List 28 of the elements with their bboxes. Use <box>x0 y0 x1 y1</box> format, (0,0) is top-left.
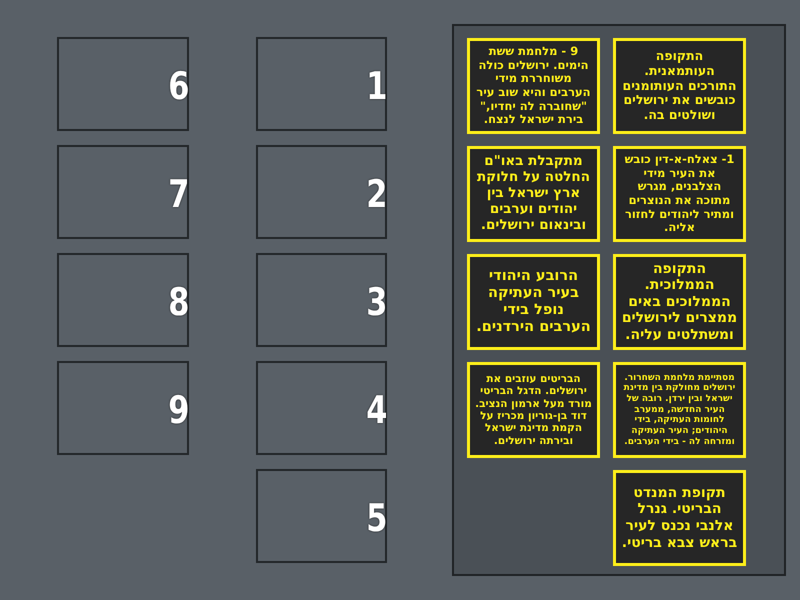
event-card: התקופה העותמאנית. התורכים העותומנים כובשים את ירושלים ושולטים בה. <box>613 38 746 134</box>
slot-number: 1 <box>366 67 387 105</box>
slot-number: 8 <box>168 283 189 321</box>
slot-number: 4 <box>366 391 387 429</box>
answer-slot <box>57 253 189 347</box>
answer-slot <box>256 361 387 455</box>
event-card: התקופה הממלוכית. הממלוכים באים ממצרים לירושלים ומשתלטים עליה. <box>613 254 746 350</box>
event-card: 9 - מלחמת ששת הימים. ירושלים כולה משוחררת מידי הערבים והיא שוב עיר "שחוברה לה יחדיו," בירת ישראל לנצח. <box>467 38 600 134</box>
event-card: מתקבלת באו"ם החלטה על חלוקת ארץ ישראל בין יהודים וערבים ובינאום ירושלים. <box>467 146 600 242</box>
event-card: הבריטים עוזבים את ירושלים. הדגל הבריטי מורד מעל ארמון הנציב. דוד בן-גוריון מכריז על הקמת מדינת ישראל ובירתה ירושלים. <box>467 362 600 458</box>
slot-number: 9 <box>168 391 189 429</box>
event-card: מסתיימת מלחמת השחרור. ירושלים מחולקת בין מדינת ישראל ובין ירדן. רובה של העיר החדשה, ממערב לחומות העתיקה, בידי היהודים; העיר העתיקה ומזרחה לה - בידי הערבים. <box>613 362 746 458</box>
slot-number: 5 <box>366 499 387 537</box>
event-card: 1- צאלח-א-דין כובש את העיר מידי הצלבנים, מגרש מתוכה את הנוצרים ומתיר ליהודים לחזור אליה. <box>613 146 746 242</box>
answer-slot <box>256 145 387 239</box>
card-tray <box>452 24 786 576</box>
event-card: תקופת המנדט הבריטי. גנרל אלנבי נכנס לעיר בראש צבא בריטי. <box>613 470 746 566</box>
answer-slot <box>57 145 189 239</box>
event-card: הרובע היהודי בעיר העתיקה נופל בידי הערבים הירדנים. <box>467 254 600 350</box>
slot-number: 7 <box>168 175 189 213</box>
answer-slot <box>57 37 189 131</box>
answer-slot <box>256 37 387 131</box>
slot-number: 3 <box>366 283 387 321</box>
answer-slot <box>256 253 387 347</box>
slot-number: 6 <box>168 67 189 105</box>
answer-slot <box>256 469 387 563</box>
slot-number: 2 <box>366 175 387 213</box>
answer-slot <box>57 361 189 455</box>
